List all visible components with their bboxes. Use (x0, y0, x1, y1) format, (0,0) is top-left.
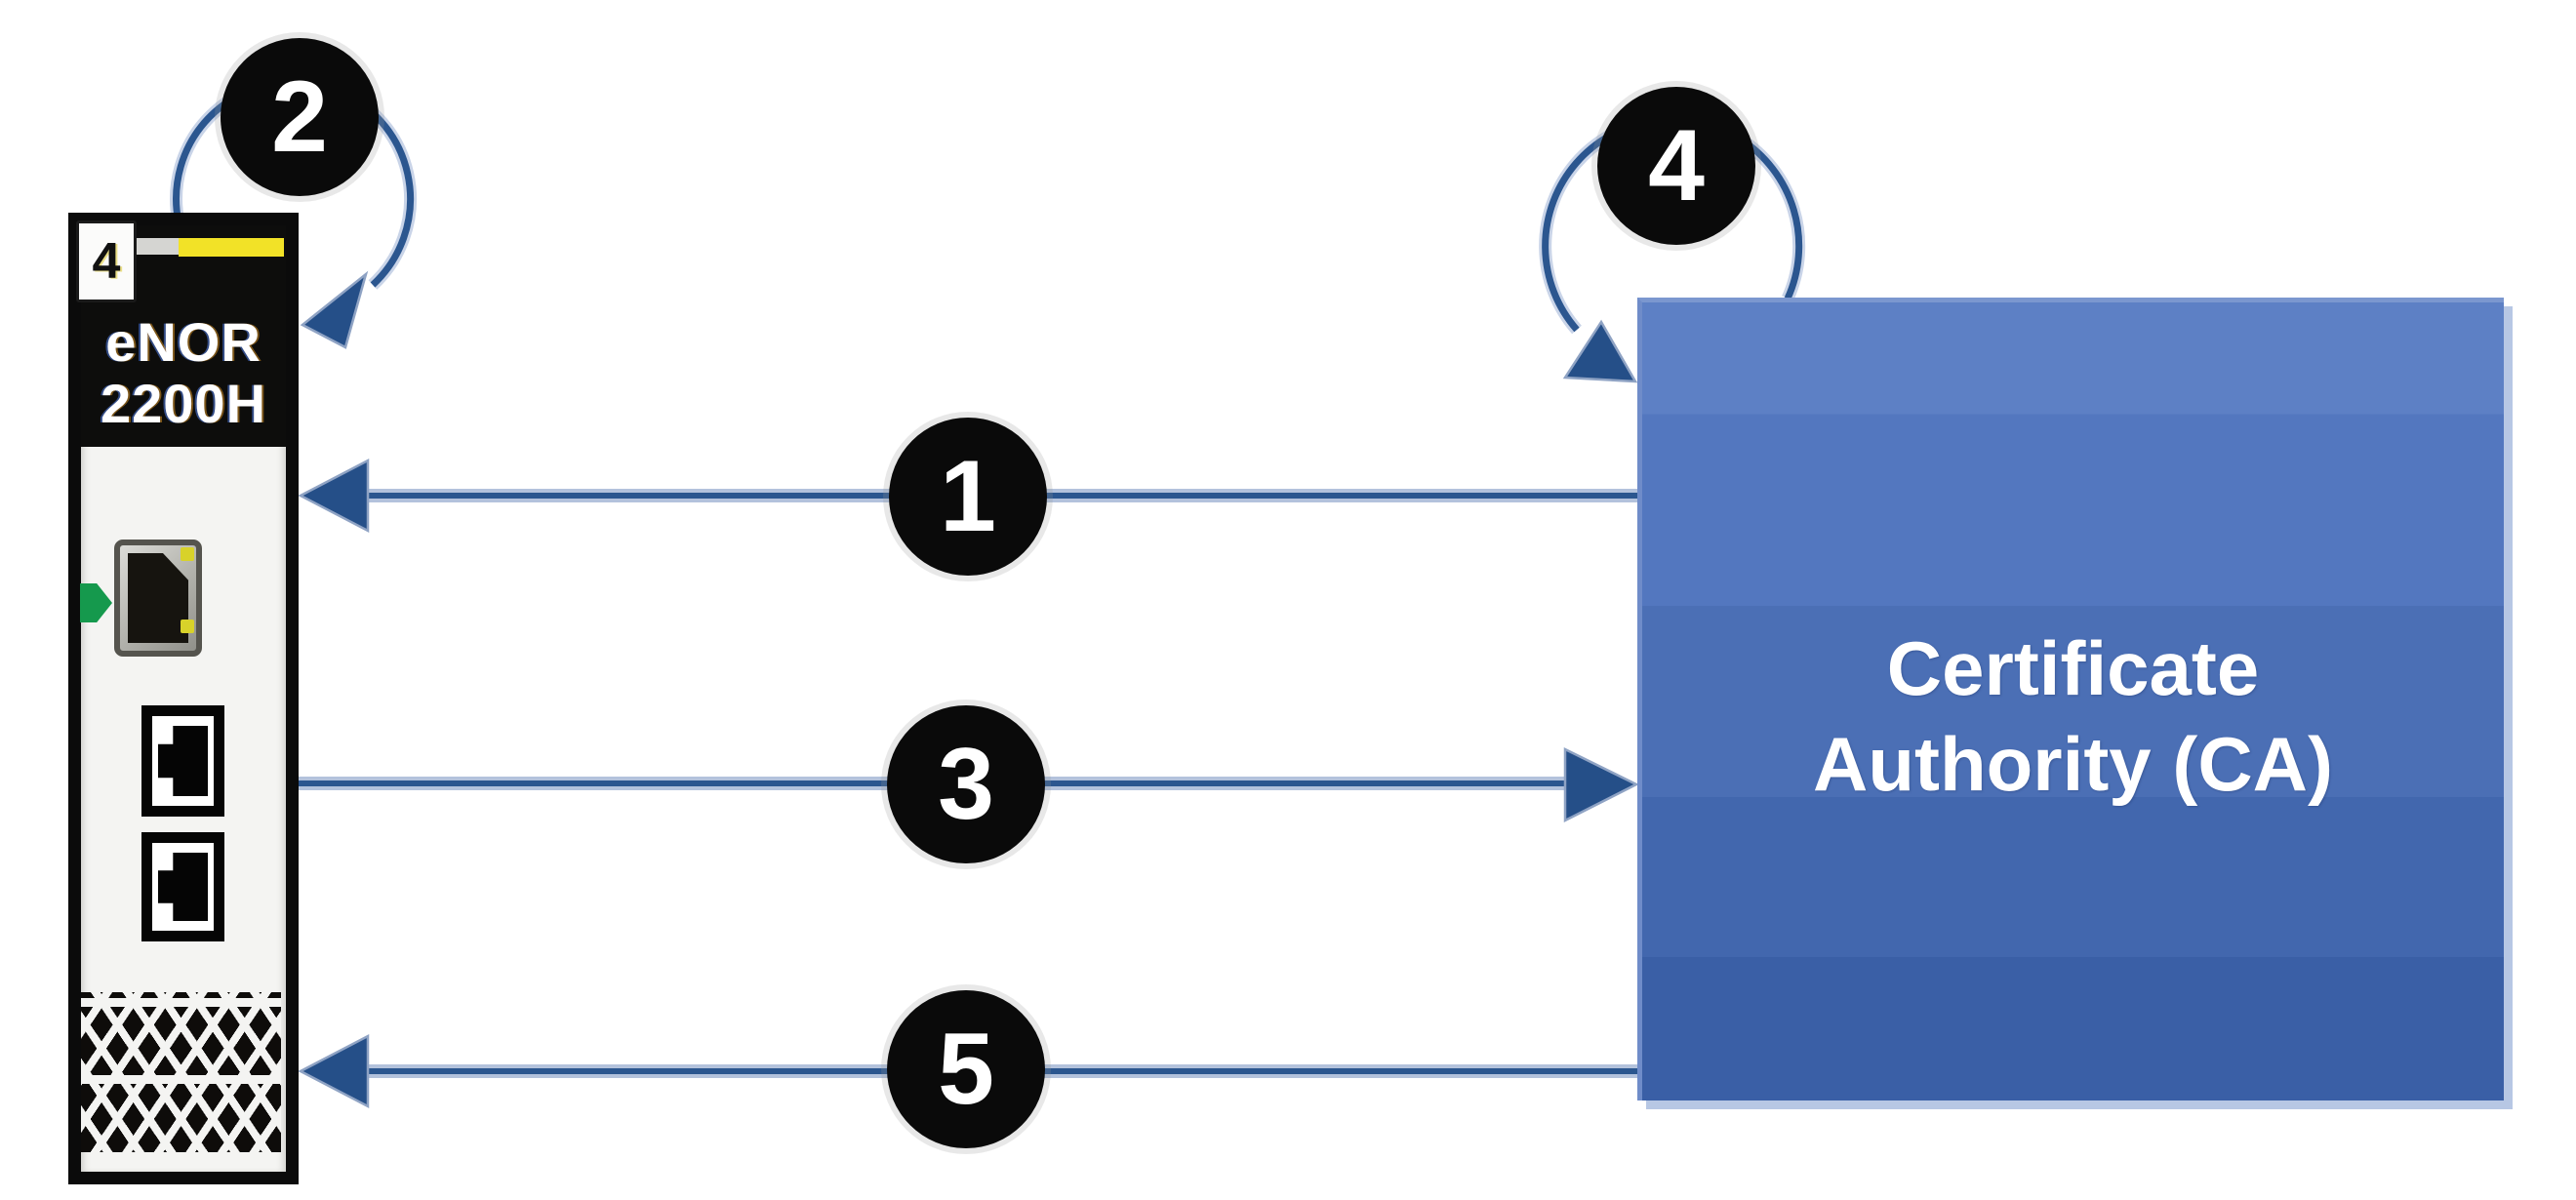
certificate-authority-box: Certificate Authority (CA) (1637, 298, 2504, 1100)
vent-grille-icon (81, 992, 281, 1152)
rj45-jack-icon (141, 705, 224, 817)
ca-label-line2: Authority (CA) (1813, 721, 2333, 807)
module-model-line1: eNOR (105, 311, 262, 373)
rj45-jack-icon (141, 832, 224, 941)
step-badge-3: 3 (887, 705, 1045, 863)
arrow-5-arrowhead (298, 1033, 370, 1109)
ca-label-line1: Certificate (1886, 625, 2260, 711)
enor-module: eNOR 2200H 4 (68, 213, 299, 1184)
ethernet-port-icon (114, 540, 202, 657)
arrow-1-arrowhead (298, 458, 370, 534)
green-status-arrow-icon (80, 583, 112, 622)
ethernet-port-cavity (128, 553, 188, 643)
module-model-label: eNOR 2200H (81, 311, 286, 434)
port-led-icon (181, 620, 194, 633)
ca-label: Certificate Authority (CA) (1813, 591, 2333, 812)
step-badge-1: 1 (889, 418, 1047, 576)
arrow-3-arrowhead (1563, 746, 1639, 823)
loop-2-arrowhead (300, 270, 369, 349)
loop-4-arrowhead (1562, 319, 1638, 383)
rj45-plug-glyph (158, 853, 208, 921)
rj45-plug-glyph (158, 726, 208, 796)
module-slot-number: 4 (76, 220, 137, 302)
module-yellow-stripe (179, 238, 284, 257)
step-badge-4: 4 (1597, 87, 1755, 245)
port-led-icon (181, 547, 194, 561)
step-badge-2: 2 (221, 38, 379, 196)
module-gray-stripe (136, 238, 179, 255)
step-badge-5: 5 (887, 990, 1045, 1148)
module-model-line2: 2200H (100, 373, 267, 434)
